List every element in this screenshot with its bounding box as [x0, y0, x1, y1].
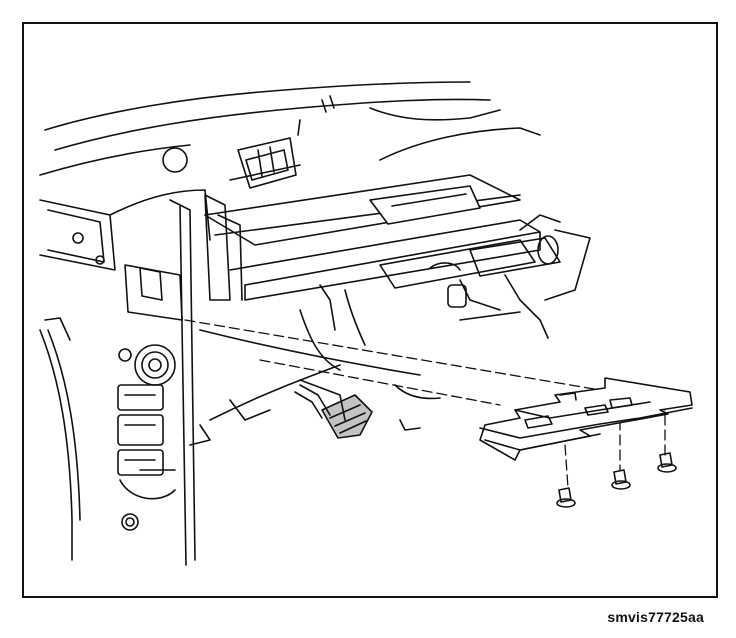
- figure-caption-id: smvis77725aa: [607, 609, 704, 625]
- left-side-panel: [39, 189, 243, 566]
- knee-bolster-reinforcement: [479, 377, 693, 461]
- upper-bracket: [229, 137, 301, 189]
- dashboard-top-contour: [39, 81, 541, 176]
- fastener-2: [611, 469, 631, 490]
- floor-lines: [189, 284, 441, 446]
- cross-car-beam: [204, 174, 541, 301]
- steering-column: [379, 214, 591, 339]
- brake-pedal: [294, 384, 373, 439]
- fastener-1: [556, 487, 576, 508]
- fasteners: [556, 452, 677, 508]
- fastener-3: [657, 452, 677, 473]
- diagram-frame: [22, 22, 718, 598]
- left-lower-trim: [39, 317, 176, 561]
